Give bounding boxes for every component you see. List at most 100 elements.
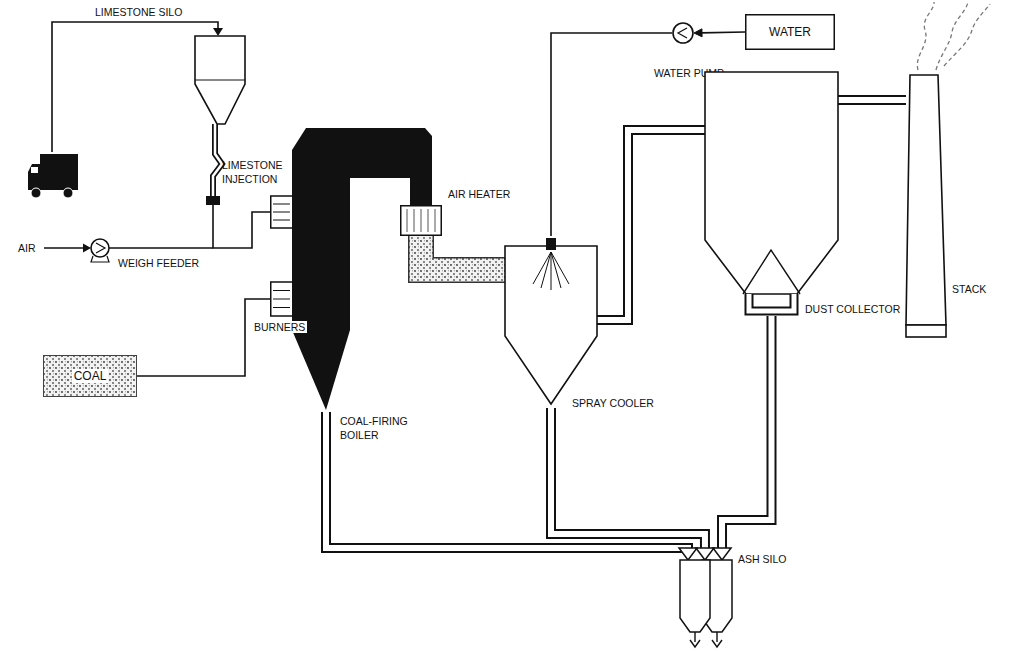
label-text: WEIGH FEEDER <box>118 257 199 269</box>
coal-box <box>44 356 137 397</box>
feeder-pipe <box>213 124 222 198</box>
injection-port <box>273 212 290 213</box>
cooler-body <box>505 246 597 404</box>
ash-silo-outline <box>680 560 732 648</box>
pipe-bore <box>551 408 705 549</box>
flue-duct <box>421 236 505 270</box>
silo-band <box>195 80 245 81</box>
spray-shape <box>505 238 597 404</box>
equipment-name: ASH SILO <box>738 552 786 566</box>
label-text: LIMESTONE INJECTION <box>222 159 283 185</box>
silo-bin <box>680 560 710 632</box>
injection-port <box>273 220 290 221</box>
stack: STACK <box>906 75 946 338</box>
pipe-wall <box>551 408 705 549</box>
discharge-arrow <box>690 640 700 647</box>
heater-tube <box>414 209 415 232</box>
pump-shape <box>673 23 693 43</box>
flue-duct <box>597 130 705 320</box>
heater-tube <box>421 209 422 232</box>
heater-box <box>401 206 442 236</box>
line-path <box>213 205 270 248</box>
flue-duct <box>713 316 771 560</box>
hopper-divider <box>743 250 800 294</box>
line-path <box>137 299 270 376</box>
boiler-shape <box>271 128 432 410</box>
heater-tube <box>407 209 408 232</box>
pipe-bore <box>326 412 688 549</box>
spray-cooler: SPRAY COOLER <box>505 236 597 408</box>
label-text: BURNERS <box>252 321 307 333</box>
spray-jet <box>533 252 551 284</box>
spray-jet <box>551 252 569 284</box>
coal-bin: COAL <box>43 355 137 397</box>
burner-port <box>273 290 290 291</box>
equipment-label: ASH SILO <box>738 552 786 566</box>
stack-shape <box>906 75 946 337</box>
hopper-outlet <box>749 294 794 311</box>
stack-smoke <box>917 2 990 70</box>
equipment-name: COAL-FIRING BOILER <box>340 414 422 442</box>
feeder-pipe <box>213 124 222 198</box>
flue-duct <box>551 408 714 560</box>
stack-body <box>906 75 946 325</box>
equipment-label: AIR HEATER <box>448 187 510 201</box>
equipment-name: LIMESTONE SILO <box>95 5 182 19</box>
equipment-label: STACK <box>952 282 986 296</box>
box-label: COAL <box>43 355 137 397</box>
pipe-wall <box>838 95 906 105</box>
heater-tube <box>435 209 436 232</box>
spray-jet <box>551 252 552 290</box>
boiler-body <box>292 128 432 410</box>
weigh-feeder <box>206 196 220 205</box>
stipbox-shape <box>44 356 137 397</box>
dust-collector-outline <box>705 72 838 316</box>
air-heater-outline <box>400 205 442 236</box>
equipment-label: COAL-FIRING BOILER <box>340 414 422 442</box>
equipment-name: AIR HEATER <box>448 187 510 201</box>
box-text: WATER <box>767 25 813 39</box>
pipe-wall <box>326 412 688 549</box>
injection-label: LIMESTONE INJECTION <box>222 158 290 186</box>
box-shape <box>746 15 835 50</box>
water-tank: WATER <box>745 14 835 50</box>
coal-firing-boiler-outline <box>270 124 434 412</box>
arrow-head <box>694 29 702 37</box>
burner-port <box>271 282 293 316</box>
spray-nozzle <box>546 238 556 250</box>
pipe-wall <box>597 130 705 320</box>
discharge-arrow <box>712 640 722 647</box>
water-pump-outline <box>672 22 694 44</box>
pump-circle <box>673 23 693 43</box>
tank-box <box>746 15 835 50</box>
pipe-bore <box>838 97 906 103</box>
injection-port <box>271 196 293 228</box>
arrow-head <box>696 548 714 560</box>
equipment-label: SPRAY COOLER <box>572 396 654 410</box>
feed-line <box>137 299 270 376</box>
label-text: AIR <box>18 242 36 254</box>
air-label: AIR <box>18 241 36 255</box>
duct-fill <box>421 236 505 270</box>
burners-label: BURNERS <box>252 320 307 334</box>
spray-jet <box>541 252 551 288</box>
line-path <box>701 31 745 33</box>
spray-cooler-outline <box>505 236 597 408</box>
pipe-bore <box>597 130 705 320</box>
burner-port <box>273 307 290 308</box>
ash-shape <box>680 560 732 647</box>
equipment-label: DUST COLLECTOR <box>805 302 900 316</box>
coal-firing-boiler: COAL-FIRING BOILER <box>270 124 434 412</box>
equipment-name: STACK <box>952 282 986 296</box>
duct-wall <box>421 236 505 270</box>
heater-tube <box>428 209 429 232</box>
hopper-outlet <box>749 294 794 311</box>
injection-port <box>273 204 290 205</box>
pipe-wall <box>722 316 771 549</box>
dust-collector: DUST COLLECTOR <box>705 72 838 316</box>
arrow-head <box>713 548 731 560</box>
arrow-head <box>679 548 697 560</box>
collector-body <box>705 72 838 294</box>
delivery-truck <box>28 154 78 198</box>
feed-line <box>694 29 745 37</box>
